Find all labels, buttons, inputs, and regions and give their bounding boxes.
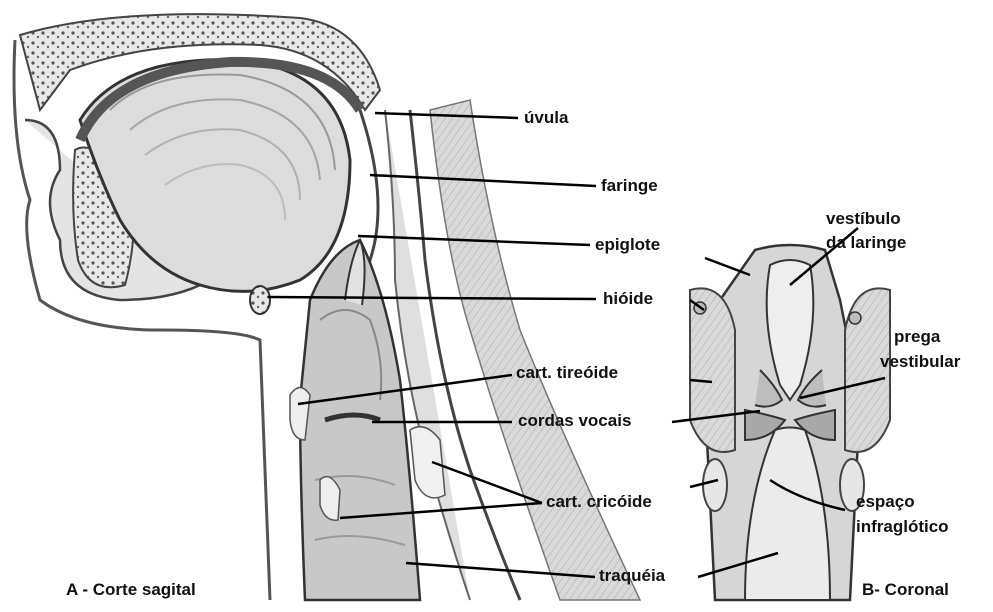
label-uvula: úvula xyxy=(524,108,568,128)
caption-panel-b: B- Coronal xyxy=(862,580,949,600)
caption-panel-a: A - Corte sagital xyxy=(66,580,196,600)
sagittal-section xyxy=(14,14,640,600)
label-hioide: hióide xyxy=(603,289,653,309)
label-cart-cricoide: cart. cricóide xyxy=(546,492,652,512)
label-epiglote: epiglote xyxy=(595,235,660,255)
label-vestibulo-line2: da laringe xyxy=(826,233,906,253)
label-prega-line2: vestibular xyxy=(880,352,960,372)
label-cordas-vocais: cordas vocais xyxy=(518,411,631,431)
label-faringe: faringe xyxy=(601,176,658,196)
label-espaco-line2: infraglótico xyxy=(856,517,949,537)
label-espaco-line1: espaço xyxy=(856,492,915,512)
coronal-section xyxy=(690,245,890,600)
label-cart-tireoide: cart. tireóide xyxy=(516,363,618,383)
label-prega-line1: prega xyxy=(894,327,940,347)
label-vestibulo-line1: vestíbulo xyxy=(826,209,901,229)
label-traqueia: traquéia xyxy=(599,566,665,586)
